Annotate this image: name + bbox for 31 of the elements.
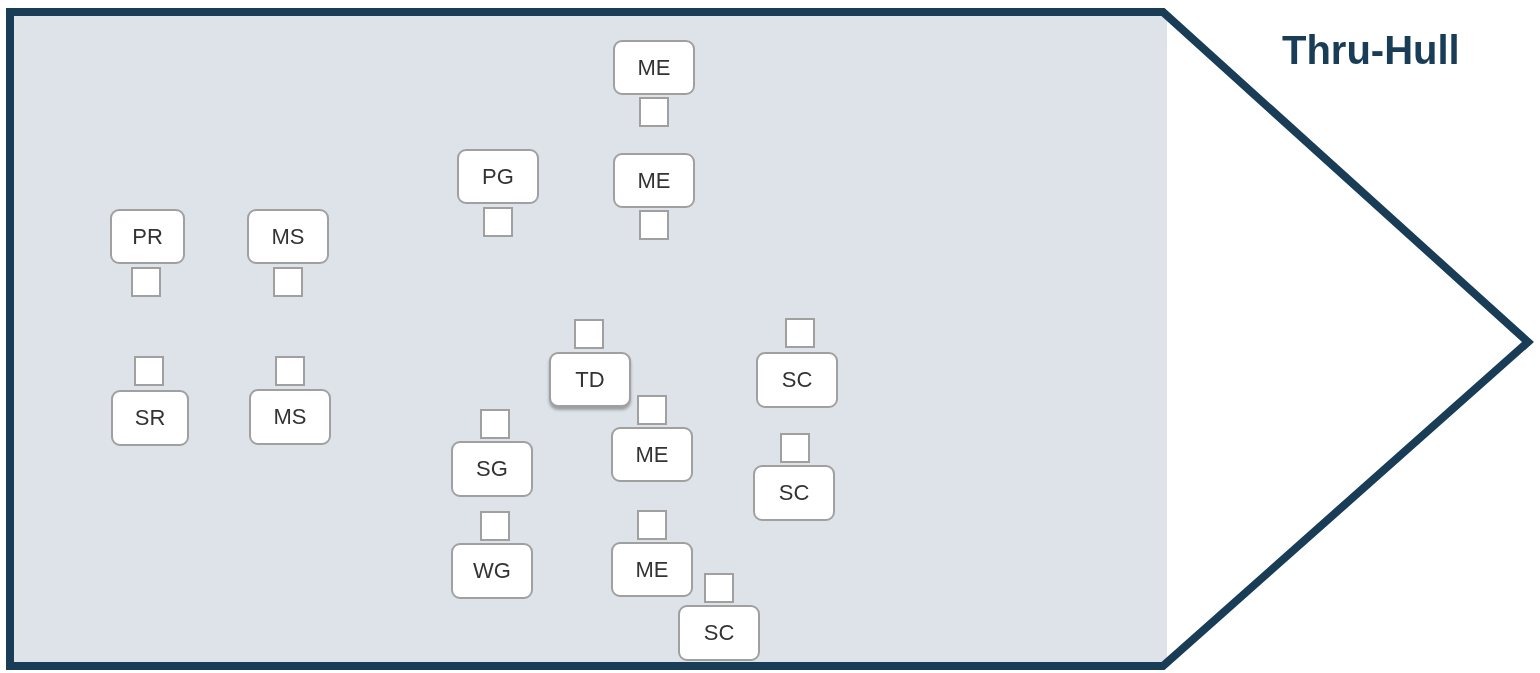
label-box: ME: [611, 427, 693, 482]
hull-title: Thru-Hull: [1282, 28, 1460, 73]
label-box: PG: [457, 149, 539, 204]
thru-hull-marker: [273, 267, 303, 297]
thru-hull-marker: [131, 267, 161, 297]
thru-hull-marker: [480, 511, 510, 541]
thru-hull-marker: [574, 319, 604, 349]
thru-hull-marker: [637, 395, 667, 425]
thru-hull-marker: [780, 433, 810, 463]
thru-hull-marker: [134, 356, 164, 386]
thru-hull-marker: [785, 318, 815, 348]
label-box: SC: [756, 352, 838, 408]
thru-hull-marker: [483, 207, 513, 237]
label-box: WG: [451, 543, 533, 599]
label-box: MS: [249, 389, 331, 445]
label-box: ME: [613, 40, 695, 95]
label-box: SR: [111, 390, 189, 446]
label-box: SC: [753, 465, 835, 521]
label-box: MS: [247, 209, 329, 264]
label-box: ME: [613, 153, 695, 208]
label-box: PR: [110, 209, 185, 264]
label-box: SG: [451, 441, 533, 497]
label-box: ME: [611, 542, 693, 597]
thru-hull-marker: [480, 409, 510, 439]
thru-hull-marker: [639, 97, 669, 127]
thru-hull-marker: [275, 356, 305, 386]
thru-hull-marker: [637, 510, 667, 540]
thru-hull-marker: [639, 210, 669, 240]
label-box: TD: [549, 352, 631, 407]
label-box: SC: [678, 605, 760, 661]
thru-hull-marker: [704, 573, 734, 603]
